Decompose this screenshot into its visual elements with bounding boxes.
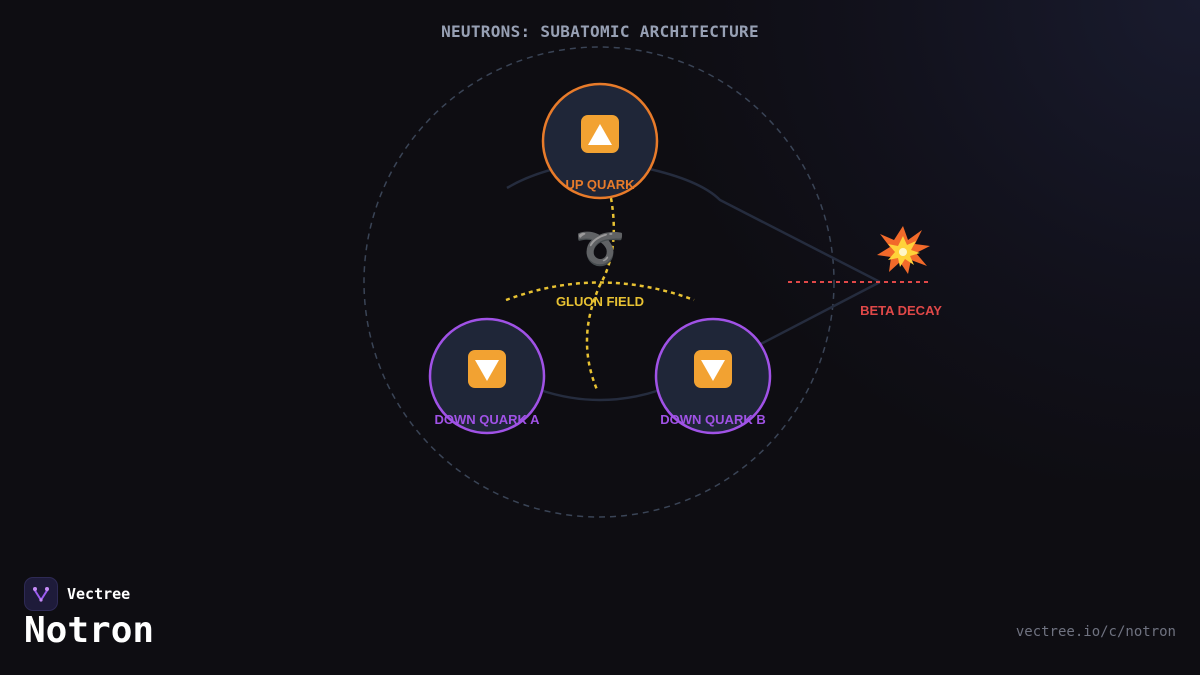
source-url[interactable]: vectree.io/c/notron — [1015, 624, 1176, 640]
brand: Vectree — [24, 577, 130, 611]
connector-decay-lower — [754, 280, 881, 349]
down-quark-b-node[interactable]: DOWN QUARK B — [654, 317, 772, 435]
down-quark-a-label: DOWN QUARK A — [435, 412, 541, 427]
down-quark-a-node[interactable]: DOWN QUARK A — [428, 317, 546, 435]
beta-decay-label: BETA DECAY — [860, 303, 942, 318]
connector-right — [644, 166, 881, 284]
gluon-field-label: GLUON FIELD — [556, 294, 644, 309]
connector-bottom — [539, 388, 661, 402]
down-arrow-icon — [468, 350, 506, 388]
brand-name: Vectree — [67, 585, 131, 603]
up-quark-node[interactable]: UP QUARK — [541, 82, 659, 200]
collision-icon — [877, 226, 930, 274]
neutron-boundary — [363, 46, 835, 518]
down-arrow-icon — [694, 350, 732, 388]
svg-text:➰: ➰ — [575, 226, 625, 272]
gluon-strand — [585, 197, 616, 393]
product-name: Notron — [24, 610, 155, 651]
down-quark-b-label: DOWN QUARK B — [660, 412, 765, 427]
curly-loop-icon: ➰ — [575, 226, 625, 272]
up-arrow-icon — [581, 115, 619, 153]
vectree-logo-icon — [24, 577, 58, 611]
page-title: NEUTRONS: SUBATOMIC ARCHITECTURE — [441, 22, 759, 41]
gluon-arc — [505, 281, 695, 302]
up-quark-label: UP QUARK — [565, 177, 635, 192]
